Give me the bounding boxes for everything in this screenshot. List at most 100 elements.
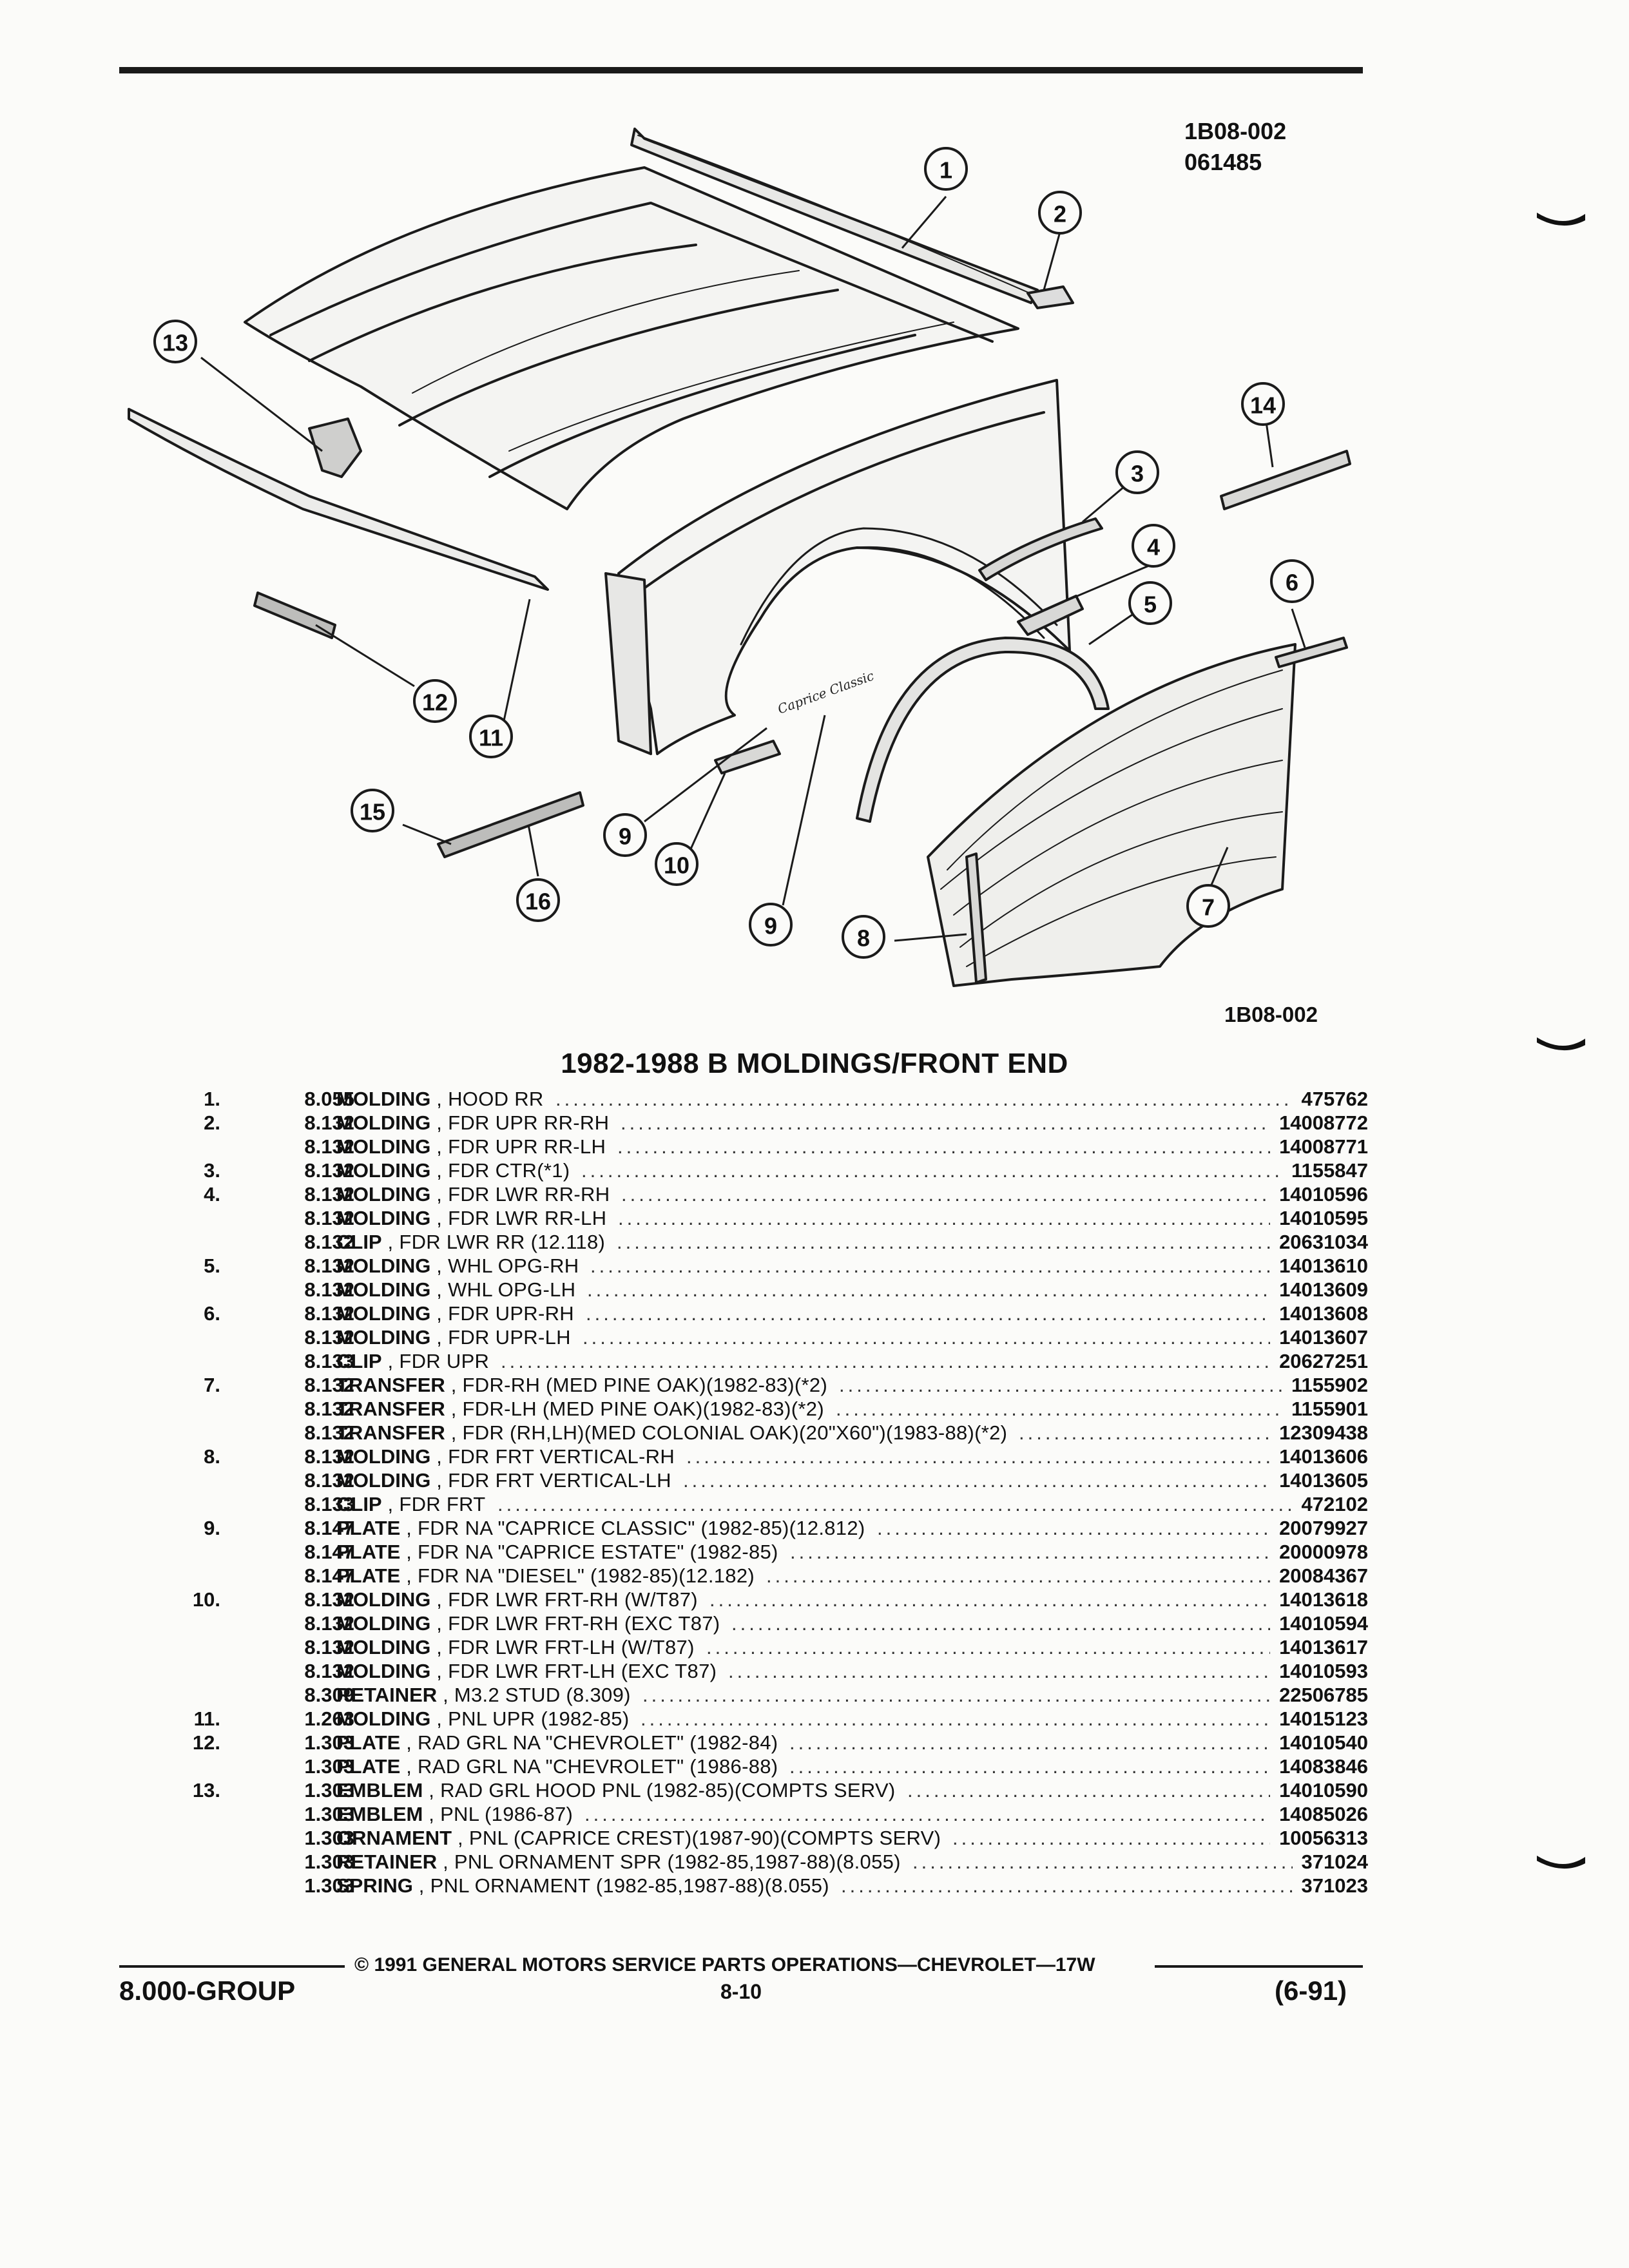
- part-description: MOLDING , PNL UPR (1982-85): [336, 1707, 629, 1731]
- leader-dots: ........................................…: [907, 1779, 1270, 1802]
- callout-number: 10: [664, 852, 689, 879]
- part-name: PLATE: [336, 1755, 401, 1778]
- leader-dots: ........................................…: [497, 1493, 1293, 1515]
- leader-dots: ........................................…: [683, 1469, 1270, 1492]
- hood-illustration: [244, 166, 1019, 510]
- part-number: 472102: [1301, 1493, 1368, 1515]
- part-name: CLIP: [336, 1493, 382, 1515]
- part-description: MOLDING , FDR LWR FRT-LH (W/T87): [336, 1636, 695, 1659]
- leader-dots: ........................................…: [766, 1564, 1270, 1587]
- part-name: ORNAMENT: [336, 1827, 452, 1849]
- part-name: MOLDING: [336, 1088, 431, 1110]
- item-number: 10.: [192, 1588, 220, 1611]
- item-number: 5.: [204, 1254, 220, 1277]
- group-number: 8.132: [304, 1445, 354, 1468]
- footer-rule-right: [1155, 1965, 1363, 1968]
- part-detail: , PNL UPR (1982-85): [430, 1707, 630, 1730]
- callout-circle: [1270, 559, 1314, 603]
- callout-number: 11: [479, 725, 503, 751]
- callout-number: 7: [1202, 894, 1215, 921]
- group-number: 8.132: [304, 1302, 354, 1325]
- part-detail: , PNL (CAPRICE CREST)(1987-90)(COMPTS SE…: [452, 1827, 941, 1849]
- part-name: MOLDING: [336, 1445, 431, 1468]
- callout-circle: [924, 147, 968, 191]
- group-number: 8.132: [304, 1660, 354, 1682]
- part-detail: , FDR FRT: [381, 1493, 486, 1515]
- group-number: 8.309: [304, 1684, 354, 1706]
- part-detail: , FDR-RH (MED PINE OAK)(1982-83)(*2): [445, 1374, 828, 1396]
- part-name: CLIP: [336, 1231, 382, 1253]
- group-number: 8.132: [304, 1421, 354, 1444]
- leader-dots: ........................................…: [1019, 1421, 1270, 1444]
- part-name: PLATE: [336, 1517, 401, 1539]
- item-number: 2.: [204, 1111, 220, 1134]
- leader-dots: ........................................…: [617, 1231, 1270, 1253]
- callout-circle: [1132, 524, 1175, 568]
- part-number: 14010593: [1279, 1660, 1368, 1682]
- part-description: MOLDING , FDR UPR RR-RH: [336, 1111, 609, 1135]
- part-detail: , RAD GRL HOOD PNL (1982-85)(COMPTS SERV…: [423, 1779, 896, 1802]
- leader-dots: ........................................…: [617, 1135, 1270, 1158]
- callout-number: 9: [619, 823, 631, 850]
- group-number: 1.303: [304, 1779, 354, 1802]
- callout-circle: [153, 320, 197, 363]
- part-description: CLIP , FDR UPR: [336, 1350, 489, 1373]
- group-number: 1.303: [304, 1731, 354, 1754]
- part-detail: , FDR (RH,LH)(MED COLONIAL OAK)(20"X60")…: [445, 1421, 1008, 1444]
- part-description: MOLDING , FDR LWR RR-RH: [336, 1183, 610, 1206]
- callout-number: 3: [1131, 461, 1144, 487]
- callout-number: 9: [764, 913, 777, 939]
- callout-number: 13: [162, 330, 188, 356]
- callout-number: 2: [1054, 201, 1066, 227]
- part-detail: , FDR-LH (MED PINE OAK)(1982-83)(*2): [445, 1398, 824, 1420]
- leader-dots: ........................................…: [839, 1374, 1282, 1396]
- part-name: MOLDING: [336, 1159, 431, 1182]
- part-name: PLATE: [336, 1564, 401, 1587]
- leader-dots: ........................................…: [641, 1707, 1270, 1730]
- part-description: PLATE , RAD GRL NA "CHEVROLET" (1982-84): [336, 1731, 778, 1754]
- part-number: 20079927: [1279, 1517, 1368, 1539]
- group-number: 8.132: [304, 1135, 354, 1158]
- illustration-code: 1B08-002: [1184, 118, 1287, 144]
- part-description: MOLDING , FDR UPR-RH: [336, 1302, 574, 1325]
- part-name: MOLDING: [336, 1469, 431, 1492]
- part-detail: , FDR LWR RR-LH: [430, 1207, 607, 1229]
- part-number: 371024: [1301, 1850, 1368, 1873]
- group-number: 8.132: [304, 1183, 354, 1206]
- part-description: MOLDING , HOOD RR: [336, 1088, 544, 1111]
- leader-dots: ........................................…: [789, 1755, 1270, 1778]
- group-number: 1.303: [304, 1803, 354, 1825]
- callout-circle: [749, 903, 793, 947]
- part-detail: , FDR NA "CAPRICE CLASSIC" (1982-85)(12.…: [400, 1517, 865, 1539]
- part-name: MOLDING: [336, 1326, 431, 1349]
- part-number: 14013605: [1279, 1469, 1368, 1492]
- part-name: RETAINER: [336, 1850, 438, 1873]
- part-detail: , PNL ORNAMENT (1982-85,1987-88)(8.055): [412, 1874, 829, 1897]
- group-number: 1.303: [304, 1827, 354, 1849]
- part-number: 10056313: [1279, 1827, 1368, 1849]
- leader-dots: ........................................…: [877, 1517, 1270, 1539]
- group-number: 8.132: [304, 1254, 354, 1277]
- part-detail: , FDR UPR-LH: [430, 1326, 571, 1349]
- part-name: SPRING: [336, 1874, 413, 1897]
- leader-dots: ........................................…: [584, 1803, 1270, 1825]
- group-number: 8.132: [304, 1326, 354, 1349]
- part-name: MOLDING: [336, 1612, 431, 1635]
- part-name: CLIP: [336, 1350, 382, 1372]
- grille-nameplate: [253, 591, 336, 639]
- callout-number: 1: [940, 157, 952, 184]
- leader-dots: ........................................…: [912, 1850, 1293, 1873]
- callout-number: 4: [1147, 534, 1160, 561]
- part-number: 475762: [1301, 1088, 1368, 1110]
- fender-center-molding: [978, 517, 1103, 581]
- leader-dots: ........................................…: [621, 1111, 1270, 1134]
